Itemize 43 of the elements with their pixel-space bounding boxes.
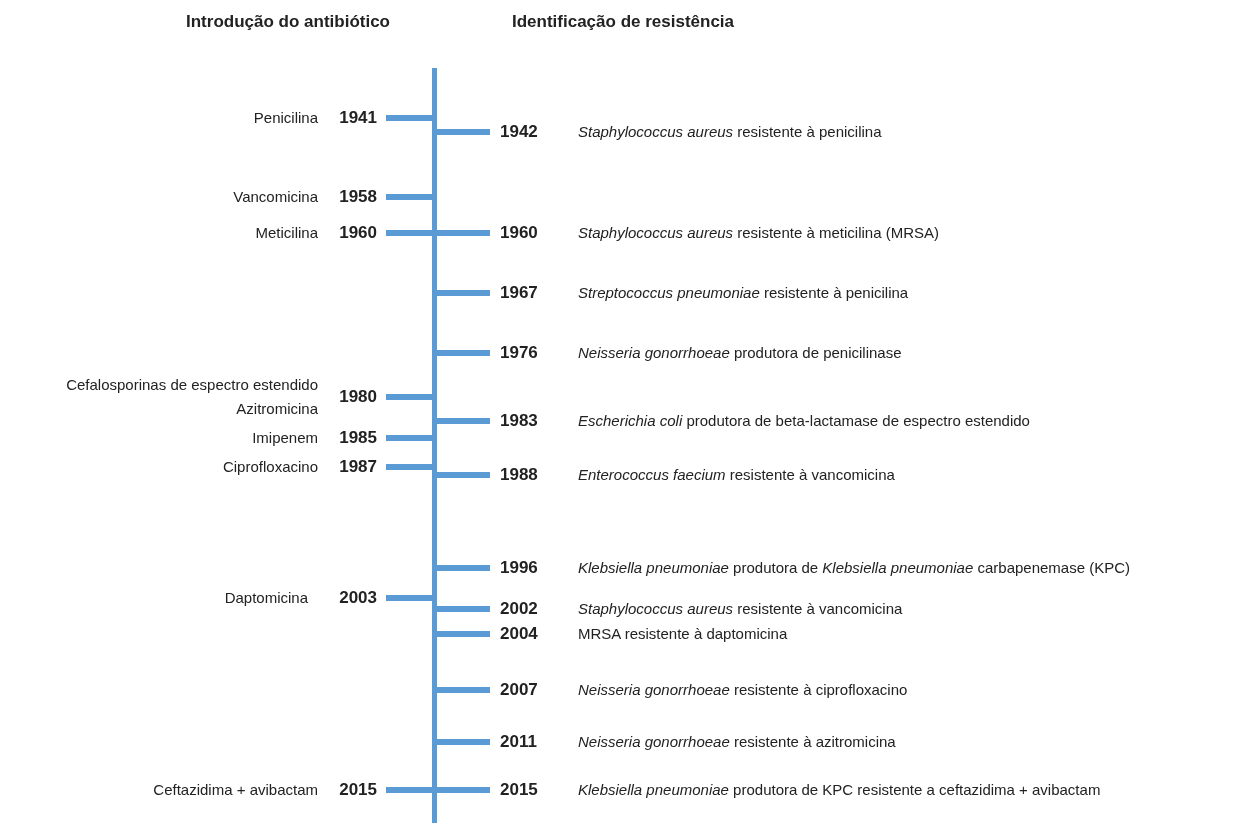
year-label: 2007 xyxy=(500,681,538,699)
resistance-description: Streptococcus pneumoniae resistente à penicilina xyxy=(578,284,909,302)
year-label: 1983 xyxy=(500,412,538,430)
year-label: 1941 xyxy=(339,109,377,127)
year-label: 1976 xyxy=(500,344,538,362)
resistance-description: Klebsiella pneumoniae produtora de KPC resistente a ceftazidima + avibactam xyxy=(578,781,1101,799)
year-label: 1958 xyxy=(339,188,377,206)
antibiotic-name: Daptomicina xyxy=(224,589,308,607)
column-heading: Identificação de resistência xyxy=(512,13,735,31)
antibiotic-name: Cefalosporinas de espectro estendido xyxy=(66,376,318,394)
antibiotic-name: Ceftazidima + avibactam xyxy=(153,781,318,799)
resistance-description: Enterococcus faecium resistente à vancomicina xyxy=(578,466,895,484)
resistance-description: Escherichia coli produtora de beta-lactamase de espectro estendido xyxy=(578,412,1030,430)
year-label: 2003 xyxy=(339,589,377,607)
year-label: 1960 xyxy=(339,224,377,242)
antibiotic-name: Vancomicina xyxy=(233,188,318,206)
resistance-description: Neisseria gonorrhoeae resistente à ciprofloxacino xyxy=(578,681,908,699)
resistance-description: Staphylococcus aureus resistente à penicilina xyxy=(578,123,882,141)
year-label: 2015 xyxy=(339,781,377,799)
resistance-description: MRSA resistente à daptomicina xyxy=(578,625,788,643)
year-label: 2011 xyxy=(500,733,537,751)
year-label: 1988 xyxy=(500,466,538,484)
antibiotic-name: Meticilina xyxy=(255,224,318,242)
resistance-description: Staphylococcus aureus resistente à vancomicina xyxy=(578,600,903,618)
year-label: 1985 xyxy=(339,429,377,447)
year-label: 1996 xyxy=(500,559,538,577)
resistance-description: Klebsiella pneumoniae produtora de Klebsiella pneumoniae carbapenemase (KPC) xyxy=(578,559,1131,577)
antibiotic-name: Imipenem xyxy=(252,429,318,447)
antibiotic-name: Ciprofloxacino xyxy=(222,458,318,476)
year-label: 1980 xyxy=(339,388,377,406)
antibiotic-name: Azitromicina xyxy=(236,400,318,418)
year-label: 2002 xyxy=(500,600,538,618)
column-heading: Introdução do antibiótico xyxy=(186,13,390,31)
year-label: 1967 xyxy=(500,284,538,302)
resistance-description: Neisseria gonorrhoeae resistente à azitromicina xyxy=(578,733,896,751)
resistance-description: Neisseria gonorrhoeae produtora de penicilinase xyxy=(578,344,902,362)
year-label: 2004 xyxy=(500,625,538,643)
year-label: 1987 xyxy=(339,458,377,476)
year-label: 2015 xyxy=(500,781,538,799)
resistance-description: Staphylococcus aureus resistente à meticilina (MRSA) xyxy=(578,224,939,242)
year-label: 1942 xyxy=(500,123,538,141)
year-label: 1960 xyxy=(500,224,538,242)
antibiotic-name: Penicilina xyxy=(253,109,318,127)
